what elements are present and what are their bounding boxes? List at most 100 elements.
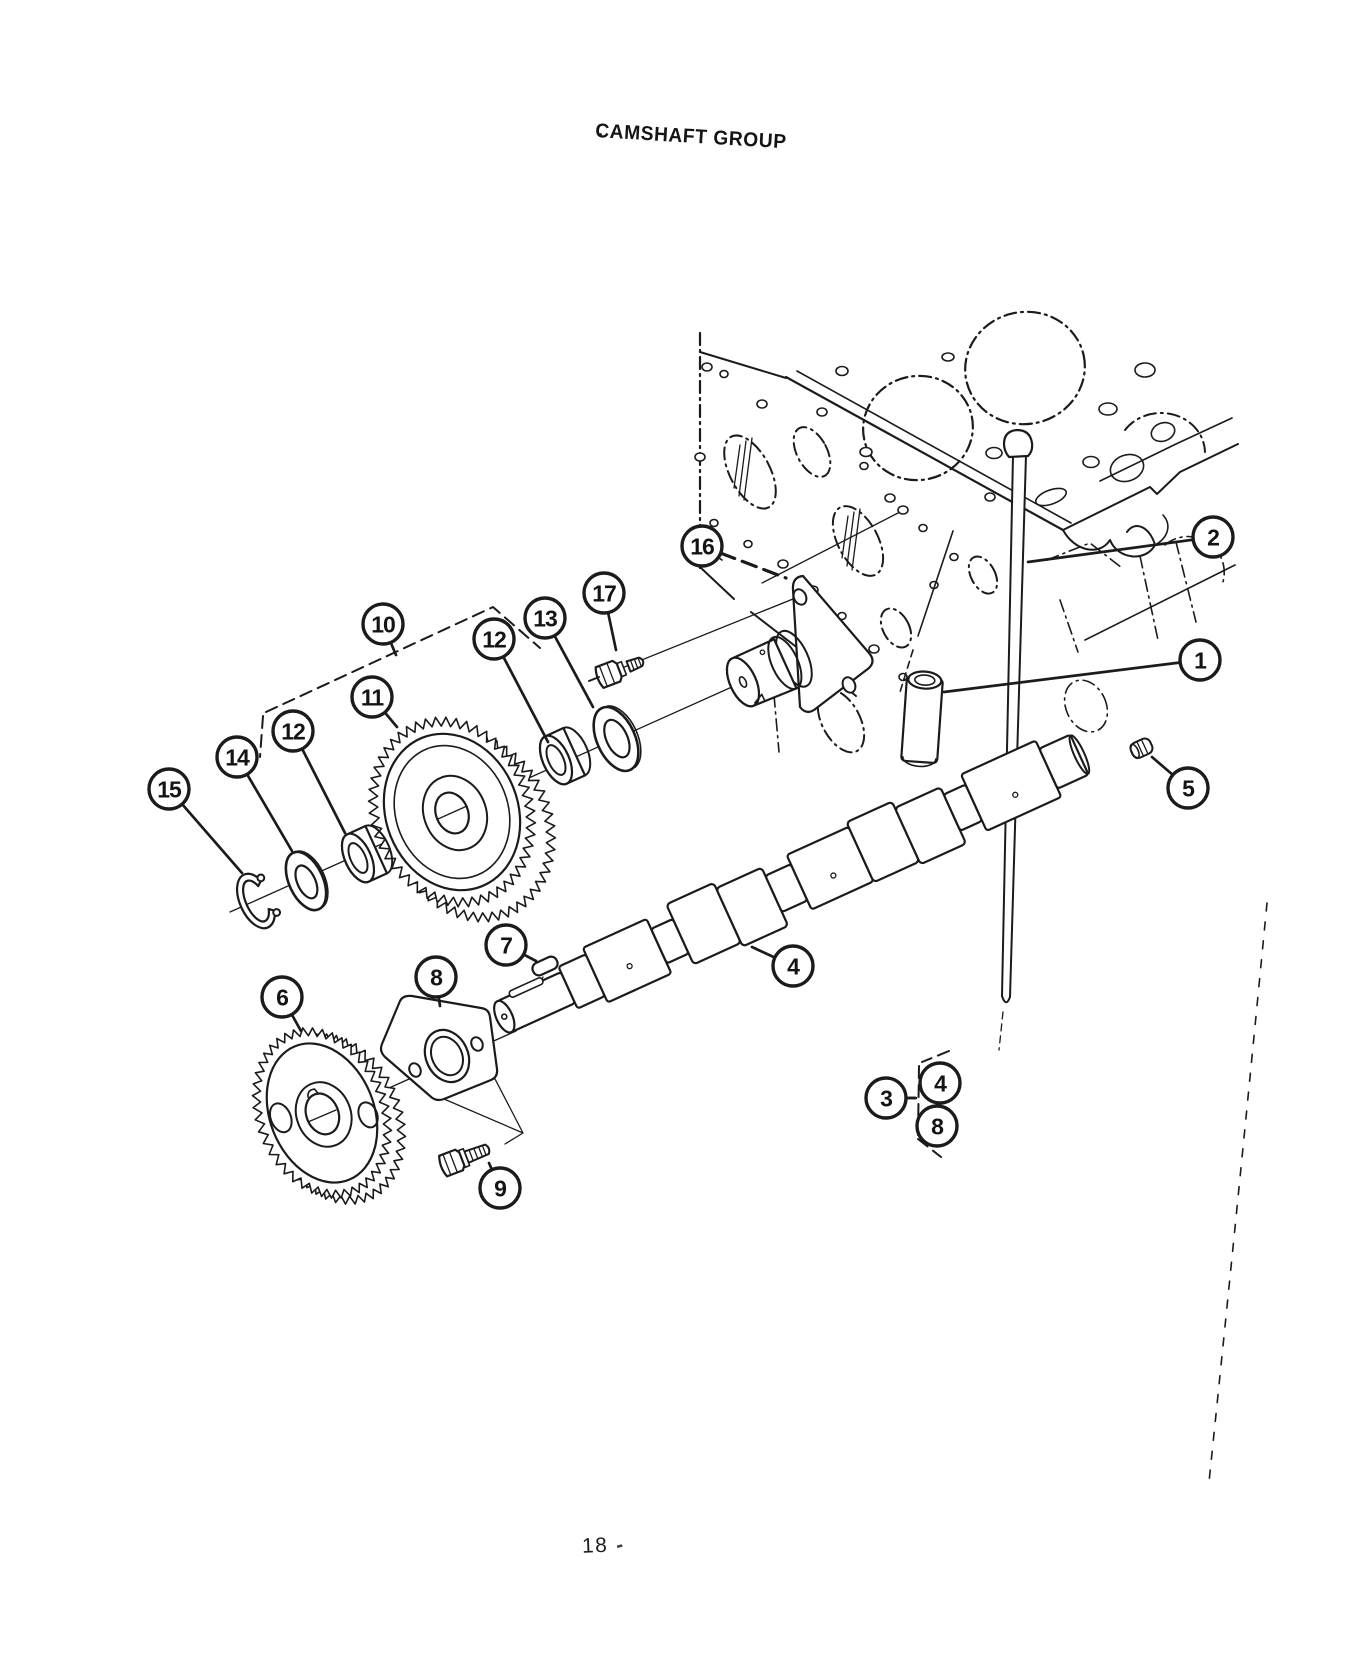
callout-circle xyxy=(414,955,458,999)
leader-line xyxy=(290,1013,303,1033)
svg-text:7: 7 xyxy=(500,933,512,959)
leader-line xyxy=(942,661,1182,694)
leader-line xyxy=(383,711,399,729)
leader-line xyxy=(501,655,550,744)
svg-text:12: 12 xyxy=(482,627,506,653)
svg-text:13: 13 xyxy=(533,606,557,632)
callout-4: 4 xyxy=(918,1061,962,1105)
callout-circle xyxy=(582,571,626,615)
callout-12: 12 xyxy=(271,709,347,835)
leader-line xyxy=(719,551,788,580)
svg-text:8: 8 xyxy=(931,1114,944,1140)
callout-circle xyxy=(771,944,815,988)
leader-line xyxy=(389,641,398,657)
svg-text:10: 10 xyxy=(371,612,395,638)
callout-circle xyxy=(361,602,405,646)
camshaft-flange xyxy=(725,574,874,714)
callout-circle xyxy=(478,1166,522,1210)
callout-7: 7 xyxy=(484,923,538,967)
callout-4: 4 xyxy=(750,944,815,988)
bushing-12-right xyxy=(538,726,592,786)
valve-lifter xyxy=(900,670,944,768)
group-10-dashed-outline xyxy=(259,606,541,758)
callout-circle xyxy=(260,975,304,1019)
leader-line xyxy=(606,611,618,652)
callout-14: 14 xyxy=(215,735,294,853)
callout-1: 1 xyxy=(942,638,1222,694)
bolt-9 xyxy=(438,1143,491,1178)
svg-text:1: 1 xyxy=(1194,648,1207,674)
callout-10: 10 xyxy=(361,602,405,657)
svg-text:8: 8 xyxy=(430,965,443,991)
callout-2: 2 xyxy=(1026,515,1235,564)
leader-line xyxy=(750,945,777,959)
callout-12: 12 xyxy=(472,617,550,744)
washer-13 xyxy=(592,705,642,773)
flange-journal xyxy=(725,629,813,708)
callout-17: 17 xyxy=(582,571,626,652)
svg-text:6: 6 xyxy=(276,985,288,1011)
callout-6: 6 xyxy=(260,975,304,1033)
dash-mark xyxy=(588,676,600,682)
callout-9: 9 xyxy=(478,1161,522,1210)
thrust-plate-8 xyxy=(379,994,499,1102)
scan-artifact-dot xyxy=(599,133,602,136)
callout-8: 8 xyxy=(414,955,458,1008)
svg-text:16: 16 xyxy=(690,534,714,560)
leader-line xyxy=(180,802,244,875)
deck-holes xyxy=(816,352,1176,507)
callout-circle xyxy=(472,617,516,661)
snap-ring-15 xyxy=(236,872,282,930)
callout-5: 5 xyxy=(1150,755,1210,810)
leader-line xyxy=(300,747,347,835)
callout-8: 8 xyxy=(915,1104,959,1148)
camshaft xyxy=(493,734,1091,1034)
hidden-lines xyxy=(1046,535,1236,733)
svg-text:15: 15 xyxy=(157,777,182,803)
svg-text:14: 14 xyxy=(225,745,250,771)
callout-circle xyxy=(147,767,191,811)
key-7 xyxy=(531,955,559,977)
callout-circle xyxy=(1166,766,1210,810)
callout-circle xyxy=(523,596,567,640)
callout-circle xyxy=(864,1076,908,1120)
callout-circle xyxy=(350,675,394,719)
callout-3: 3 xyxy=(864,1076,917,1120)
callout-11: 11 xyxy=(350,675,399,729)
svg-text:9: 9 xyxy=(494,1176,506,1202)
svg-text:11: 11 xyxy=(361,685,385,711)
callout-13: 13 xyxy=(523,596,595,709)
idler-gear-11 xyxy=(367,716,557,923)
svg-text:2: 2 xyxy=(1207,525,1219,551)
bolt-17 xyxy=(594,656,645,689)
callout-circle xyxy=(215,735,259,779)
washer-14 xyxy=(284,850,329,912)
callout-16: 16 xyxy=(680,524,788,580)
svg-text:12: 12 xyxy=(281,719,305,745)
cam-gear-6 xyxy=(251,1027,407,1205)
bushing-12-left xyxy=(340,824,394,884)
svg-text:3: 3 xyxy=(880,1086,892,1112)
leader-line xyxy=(553,634,595,709)
callout-circle xyxy=(918,1061,962,1105)
leader-line xyxy=(1150,755,1175,777)
leader-line xyxy=(245,772,294,853)
plug-5 xyxy=(1129,737,1154,760)
callout-circle xyxy=(680,524,724,568)
callout-circle xyxy=(915,1104,959,1148)
leader-line xyxy=(522,953,538,963)
page-number: 18- xyxy=(581,1532,628,1558)
pushrod xyxy=(998,428,1034,1051)
callout-circle xyxy=(484,923,528,967)
callout-15: 15 xyxy=(147,767,244,875)
svg-text:17: 17 xyxy=(592,581,616,607)
callout-circle xyxy=(1191,515,1235,559)
section-divider-dashed-line xyxy=(1208,902,1268,1483)
leader-line xyxy=(1026,538,1195,564)
callout-circle xyxy=(1178,638,1222,682)
svg-text:5: 5 xyxy=(1182,776,1195,802)
svg-text:4: 4 xyxy=(787,954,800,980)
